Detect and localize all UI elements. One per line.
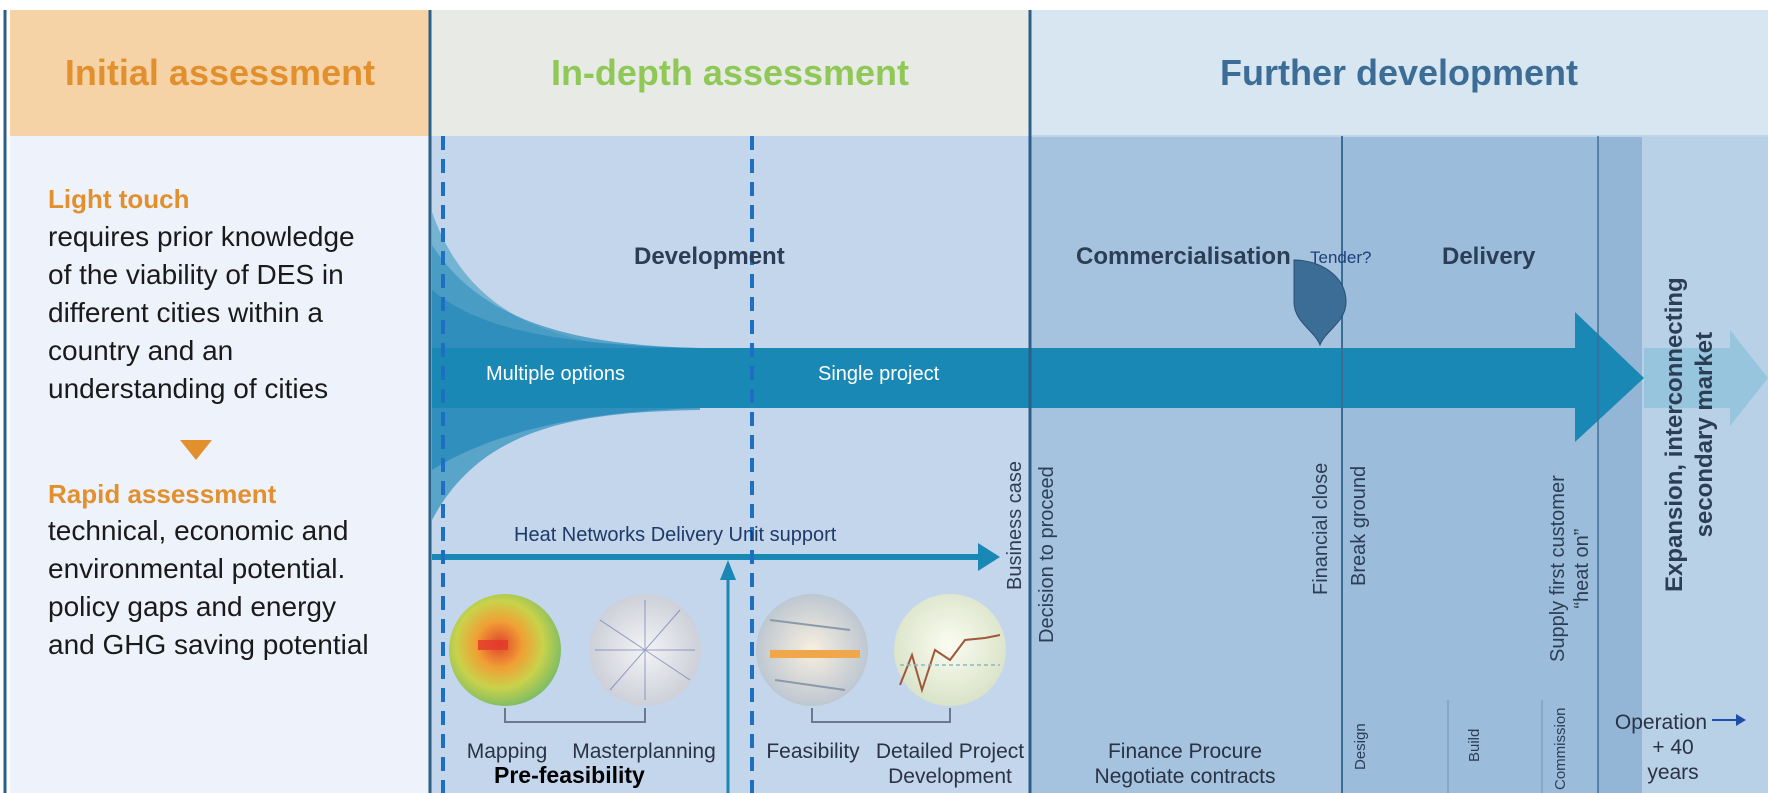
light-touch-line: understanding of cities xyxy=(48,373,329,404)
light-touch-line: country and an xyxy=(48,335,234,366)
header-further-development: Further development xyxy=(1219,52,1579,93)
multiple-options-label: Multiple options xyxy=(486,363,625,385)
phase-operation: Operation + 40 years xyxy=(1606,710,1716,785)
milestone-decision-to-proceed: Decision to proceed xyxy=(1036,466,1058,643)
expansion-line: secondary market xyxy=(1691,331,1718,538)
expansion-label: Expansion, interconnecting secondary mar… xyxy=(1660,277,1720,592)
rapid-line: environmental potential. xyxy=(48,553,346,584)
operation-line: + 40 years xyxy=(1647,736,1699,784)
light-touch-title: Light touch xyxy=(48,184,190,214)
phase-design: Design xyxy=(1352,723,1369,770)
header-in-depth-assessment: In-depth assessment xyxy=(550,52,910,93)
finance-line: Finance Procure xyxy=(1107,740,1263,763)
phase-detailed-project-development: Detailed Project Development xyxy=(870,739,1030,789)
rapid-line: technical, economic and xyxy=(48,515,349,546)
phase-feasibility: Feasibility xyxy=(766,740,860,763)
supply-line: “heat on” xyxy=(1571,528,1593,609)
rapid-line: policy gaps and energy xyxy=(48,591,336,622)
detailed-line: Detailed Project xyxy=(875,740,1025,763)
rapid-line: and GHG saving potential xyxy=(48,629,369,660)
milestone-financial-close: Financial close xyxy=(1310,462,1332,595)
rapid-assessment-title: Rapid assessment xyxy=(48,479,277,509)
rapid-assessment-text: technical, economic and environmental po… xyxy=(48,512,369,664)
stage-commercialisation: Commercialisation xyxy=(1076,243,1291,270)
milestone-break-ground: Break ground xyxy=(1348,465,1370,586)
hndu-support-label: Heat Networks Delivery Unit support xyxy=(514,524,837,546)
supply-line: Supply first customer xyxy=(1547,475,1569,662)
operation-line: Operation xyxy=(1614,711,1708,734)
phase-masterplanning: Masterplanning xyxy=(572,740,716,763)
light-touch-line: different cities within a xyxy=(48,297,323,328)
single-project-label: Single project xyxy=(818,363,940,385)
milestone-supply-first-customer: Supply first customer “heat on” xyxy=(1546,475,1594,662)
stage-development: Development xyxy=(634,243,785,270)
phase-commission: Commission xyxy=(1552,707,1569,790)
tender-label: Tender? xyxy=(1310,248,1372,267)
phase-finance-procure: Finance Procure Negotiate contracts xyxy=(1090,739,1280,789)
milestone-business-case: Business case xyxy=(1004,461,1026,590)
finance-line: Negotiate contracts xyxy=(1094,765,1276,788)
light-touch-line: of the viability of DES in xyxy=(48,259,344,290)
detailed-line: Development xyxy=(888,765,1012,788)
expansion-line: Expansion, interconnecting xyxy=(1661,277,1688,592)
phase-build: Build xyxy=(1466,728,1483,762)
phase-pre-feasibility: Pre-feasibility xyxy=(494,762,645,788)
phase-mapping: Mapping xyxy=(466,740,548,763)
light-touch-line: requires prior knowledge xyxy=(48,221,355,252)
light-touch-text: requires prior knowledge of the viabilit… xyxy=(48,218,355,408)
header-initial-assessment: Initial assessment xyxy=(64,52,376,93)
stage-delivery: Delivery xyxy=(1442,243,1536,270)
